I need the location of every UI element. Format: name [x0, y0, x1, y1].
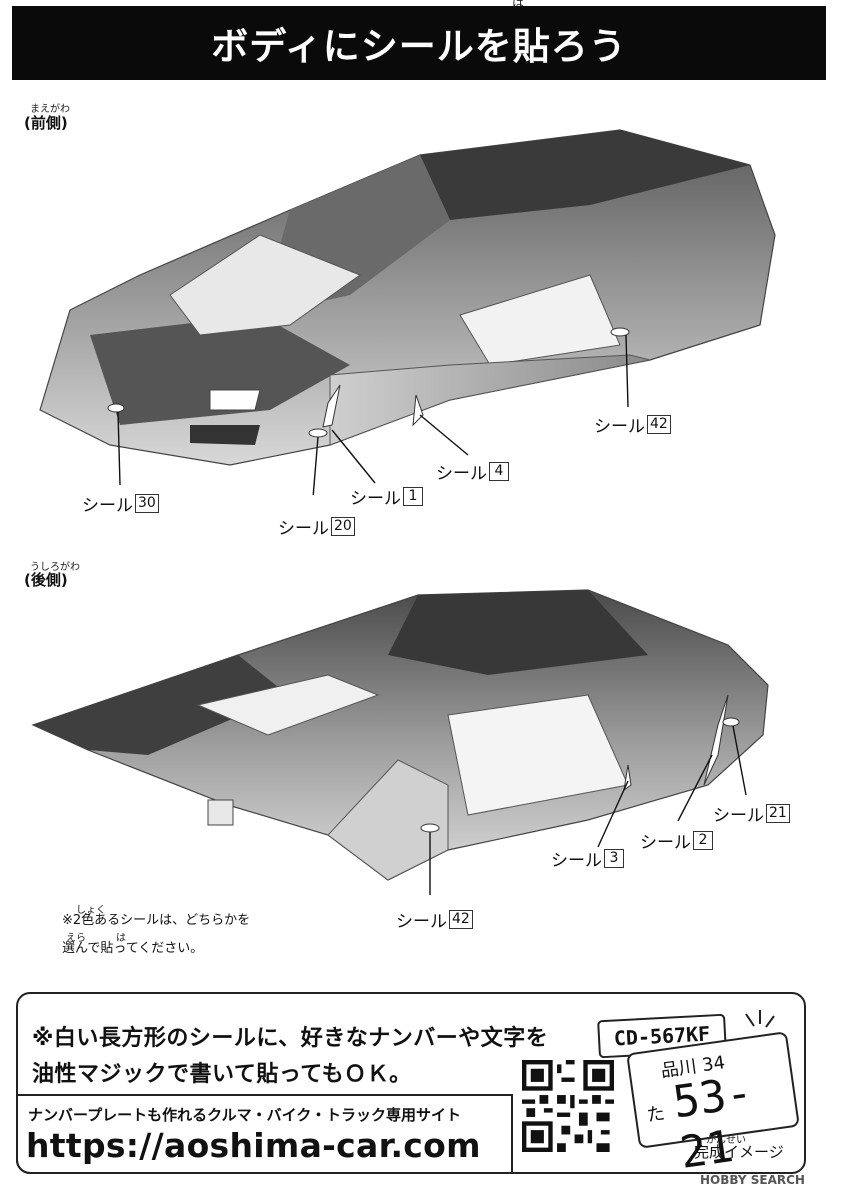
page-title: ボディにシールを貼ろう: [211, 25, 627, 68]
callout-text: シール: [594, 417, 645, 437]
callout-text: シール: [82, 496, 133, 516]
note-ruby-2a: えら: [66, 933, 86, 944]
header-ruby: は: [512, 0, 525, 10]
rear-callout-2: シール 2: [640, 828, 713, 853]
header-banner: ボディにシールを貼ろう: [12, 6, 826, 80]
rear-label: (後側): [24, 571, 68, 589]
front-callout-1: シール 1: [350, 484, 423, 509]
callout-text: シール: [350, 489, 401, 509]
callout-text: シール: [396, 912, 447, 932]
callout-number: 42: [449, 910, 473, 929]
completion-caption: 完成イメージ: [694, 1143, 784, 1161]
callout-number: 21: [766, 804, 790, 823]
callout-number: 42: [647, 415, 671, 434]
front-callout-30: シール 30: [82, 491, 159, 516]
callout-text: シール: [551, 851, 602, 871]
site-box: ナンバープレートも作れるクルマ・バイク・トラック専用サイト https://ao…: [16, 1094, 513, 1174]
front-ruby: まえがわ: [30, 104, 70, 115]
front-callout-4: シール 4: [436, 459, 509, 484]
big-plate-kana: た: [645, 1103, 667, 1127]
front-callout-20: シール 20: [278, 514, 355, 539]
rear-car-illustration: [31, 589, 769, 895]
note-ruby-1: しょく: [76, 905, 106, 916]
callout-text: シール: [713, 806, 764, 826]
rear-callout-42: シール 42: [396, 907, 473, 932]
front-car-illustration: [39, 129, 776, 495]
callout-text: シール: [278, 519, 329, 539]
rear-callout-3: シール 3: [551, 846, 624, 871]
sparkle-icon: [745, 1010, 775, 1028]
site-url-link[interactable]: https://aoshima-car.com: [26, 1126, 481, 1165]
qr-code-icon[interactable]: [522, 1060, 614, 1152]
site-subtitle: ナンバープレートも作れるクルマ・バイク・トラック専用サイト: [28, 1106, 462, 1124]
callout-text: シール: [640, 833, 691, 853]
callout-number: 4: [489, 462, 509, 481]
front-label: (前側): [24, 114, 68, 132]
callout-number: 30: [135, 494, 159, 513]
caption-ruby: かんせい: [706, 1135, 746, 1146]
front-callout-42: シール 42: [594, 412, 671, 437]
callout-number: 20: [331, 517, 355, 536]
watermark-text: HOBBY SEARCH: [700, 1173, 805, 1187]
note-line-1: ※2色あるシールは、どちらかを: [62, 913, 251, 928]
promo-line-1: ※白い長方形のシールに、好きなナンバーや文字を: [32, 1026, 549, 1051]
note-line-2: 選んで貼ってください。: [62, 941, 204, 956]
rear-ruby: うしろがわ: [30, 562, 80, 573]
callout-number: 3: [604, 849, 624, 868]
promo-line-2: 油性マジックで書いて貼ってもＯＫ。: [32, 1062, 412, 1087]
callout-text: シール: [436, 464, 487, 484]
rear-callout-21: シール 21: [713, 801, 790, 826]
callout-number: 1: [403, 487, 423, 506]
note-ruby-2b: は: [116, 933, 126, 944]
callout-number: 2: [693, 831, 713, 850]
